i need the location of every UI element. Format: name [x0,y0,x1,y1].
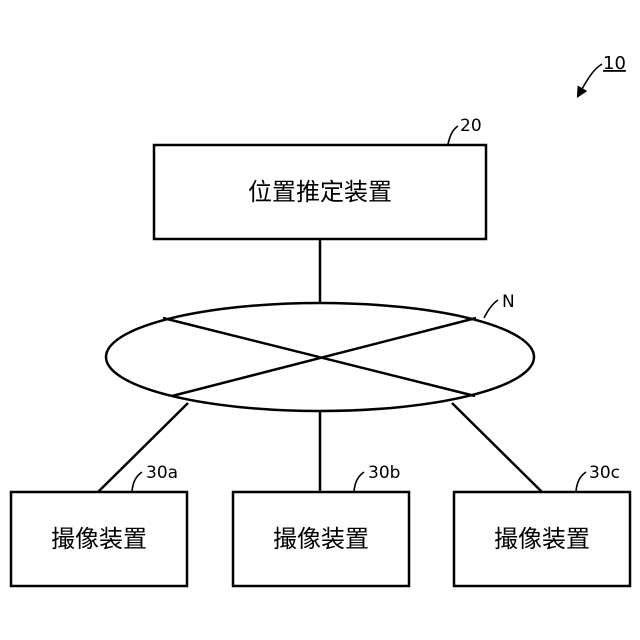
camera-a-ref-label: 30a [146,463,178,483]
estimator-label: 位置推定装置 [248,178,392,206]
network-group: N [106,292,534,411]
camera-b-ref-label: 30b [368,463,400,483]
network-leader-line [484,300,498,318]
camera-c-group: 撮像装置 30c [454,463,630,586]
network-camera-c-link [452,403,542,492]
camera-a-group: 撮像装置 30a [11,463,187,586]
network-ref-label: N [502,292,515,312]
camera-c-ref-label: 30c [589,463,620,483]
system-ref-arrow [578,64,602,96]
system-ref-group: 10 [578,53,626,96]
camera-b-leader-line [354,472,364,491]
camera-b-label: 撮像装置 [273,525,369,553]
estimator-leader-line [448,126,458,144]
system-ref-label: 10 [603,53,626,74]
estimator-ref-label: 20 [460,116,482,136]
camera-c-label: 撮像装置 [494,525,590,553]
camera-a-label: 撮像装置 [51,525,147,553]
camera-c-leader-line [576,472,586,491]
estimator-group: 位置推定装置 20 [154,116,486,239]
camera-a-leader-line [132,472,142,491]
